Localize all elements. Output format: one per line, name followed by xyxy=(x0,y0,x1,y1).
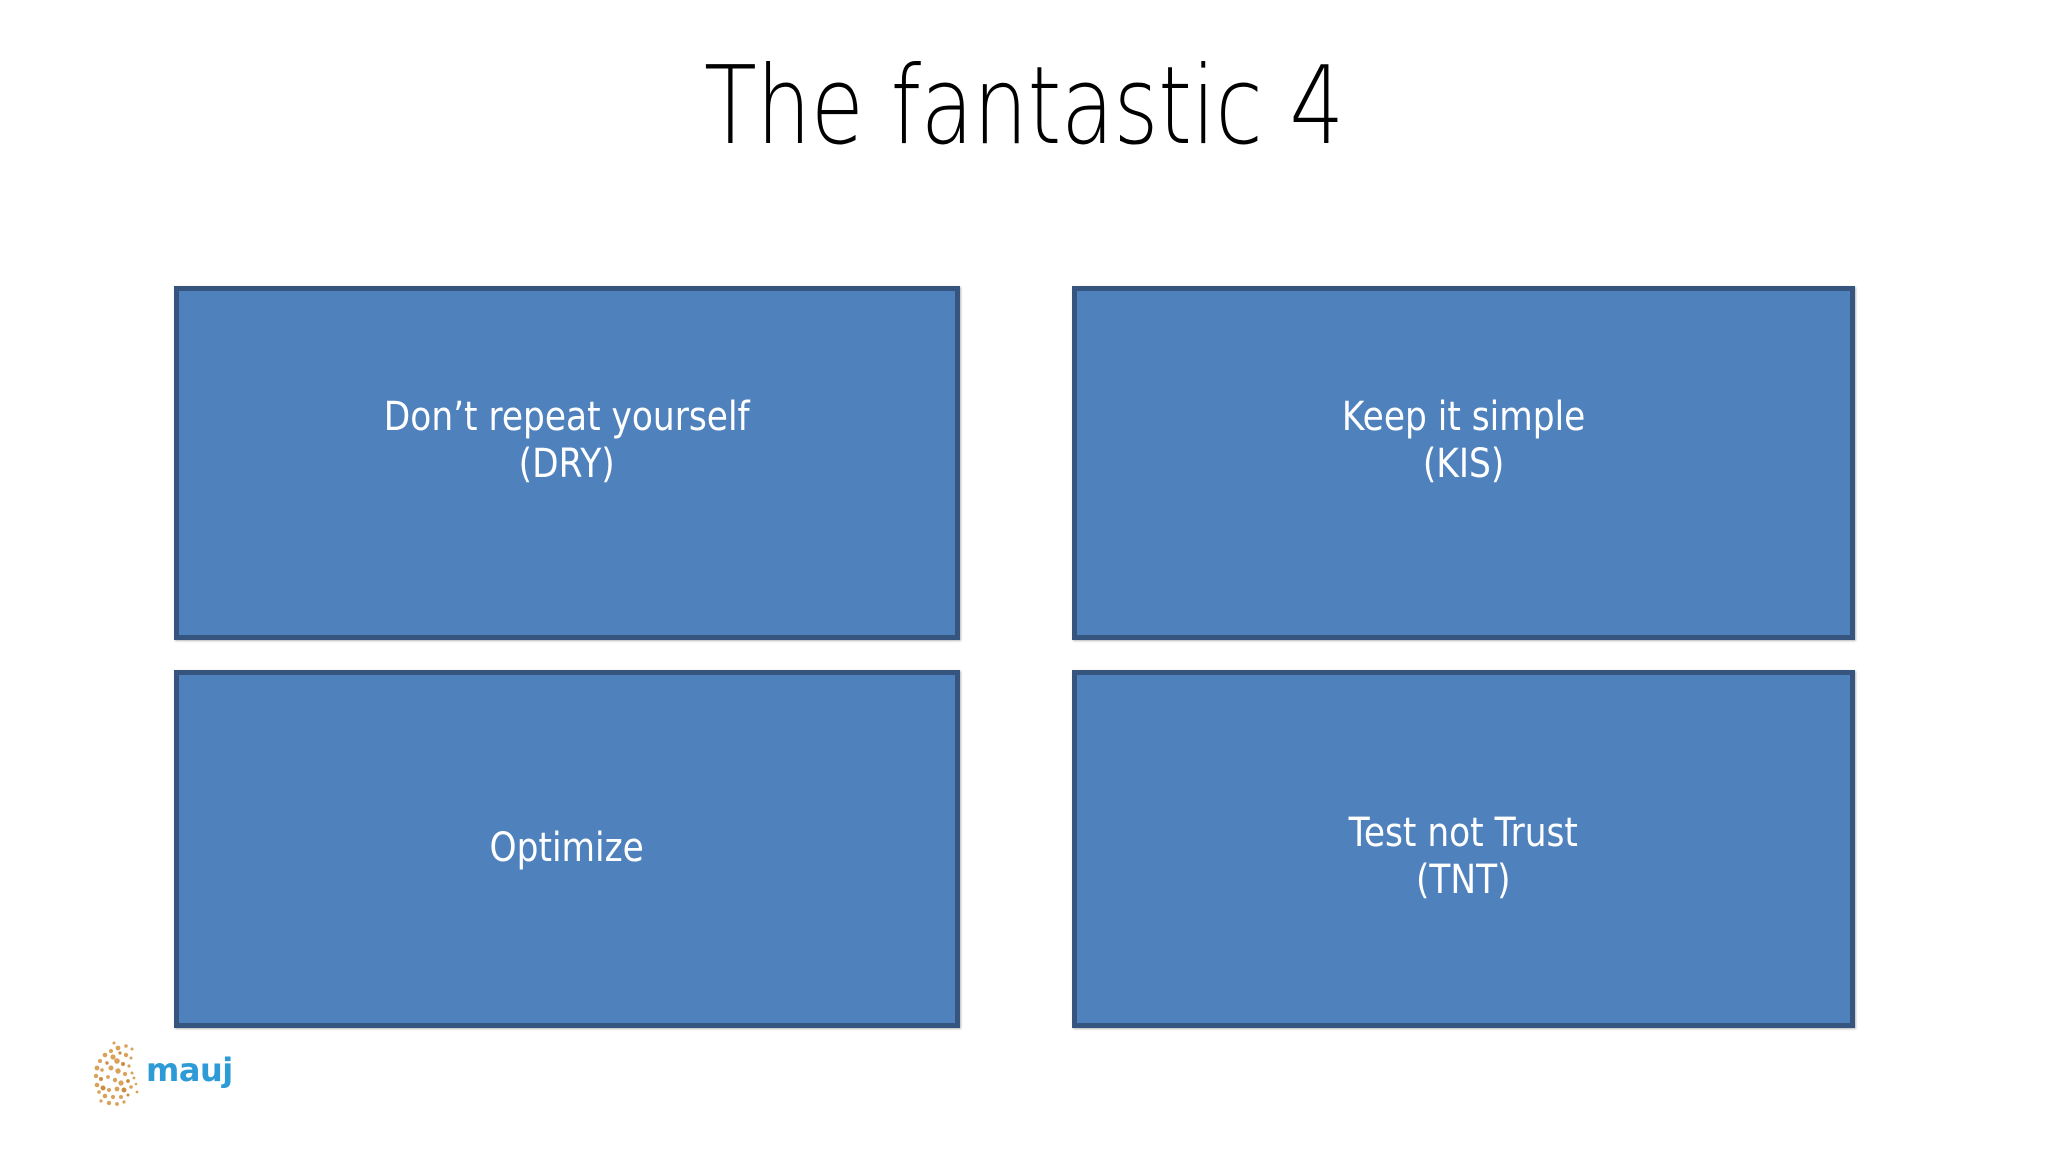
concept-box-optimize-label: Optimize xyxy=(489,825,645,872)
concept-box-kis[interactable]: Keep it simple (KIS) xyxy=(1072,286,1855,640)
logo-wordmark: mauj xyxy=(146,1051,233,1089)
dotted-swirl-icon xyxy=(93,1041,139,1106)
logo: mauj xyxy=(88,1040,238,1112)
concept-box-optimize[interactable]: Optimize xyxy=(174,670,960,1028)
page-title: The fantastic 4 xyxy=(704,44,1344,169)
concept-box-tnt-label: Test not Trust (TNT) xyxy=(1348,809,1579,903)
concept-box-tnt[interactable]: Test not Trust (TNT) xyxy=(1072,670,1855,1028)
concept-box-dry-label: Don’t repeat yourself (DRY) xyxy=(384,394,750,488)
concept-box-kis-label: Keep it simple (KIS) xyxy=(1341,394,1586,488)
concept-box-dry[interactable]: Don’t repeat yourself (DRY) xyxy=(174,286,960,640)
